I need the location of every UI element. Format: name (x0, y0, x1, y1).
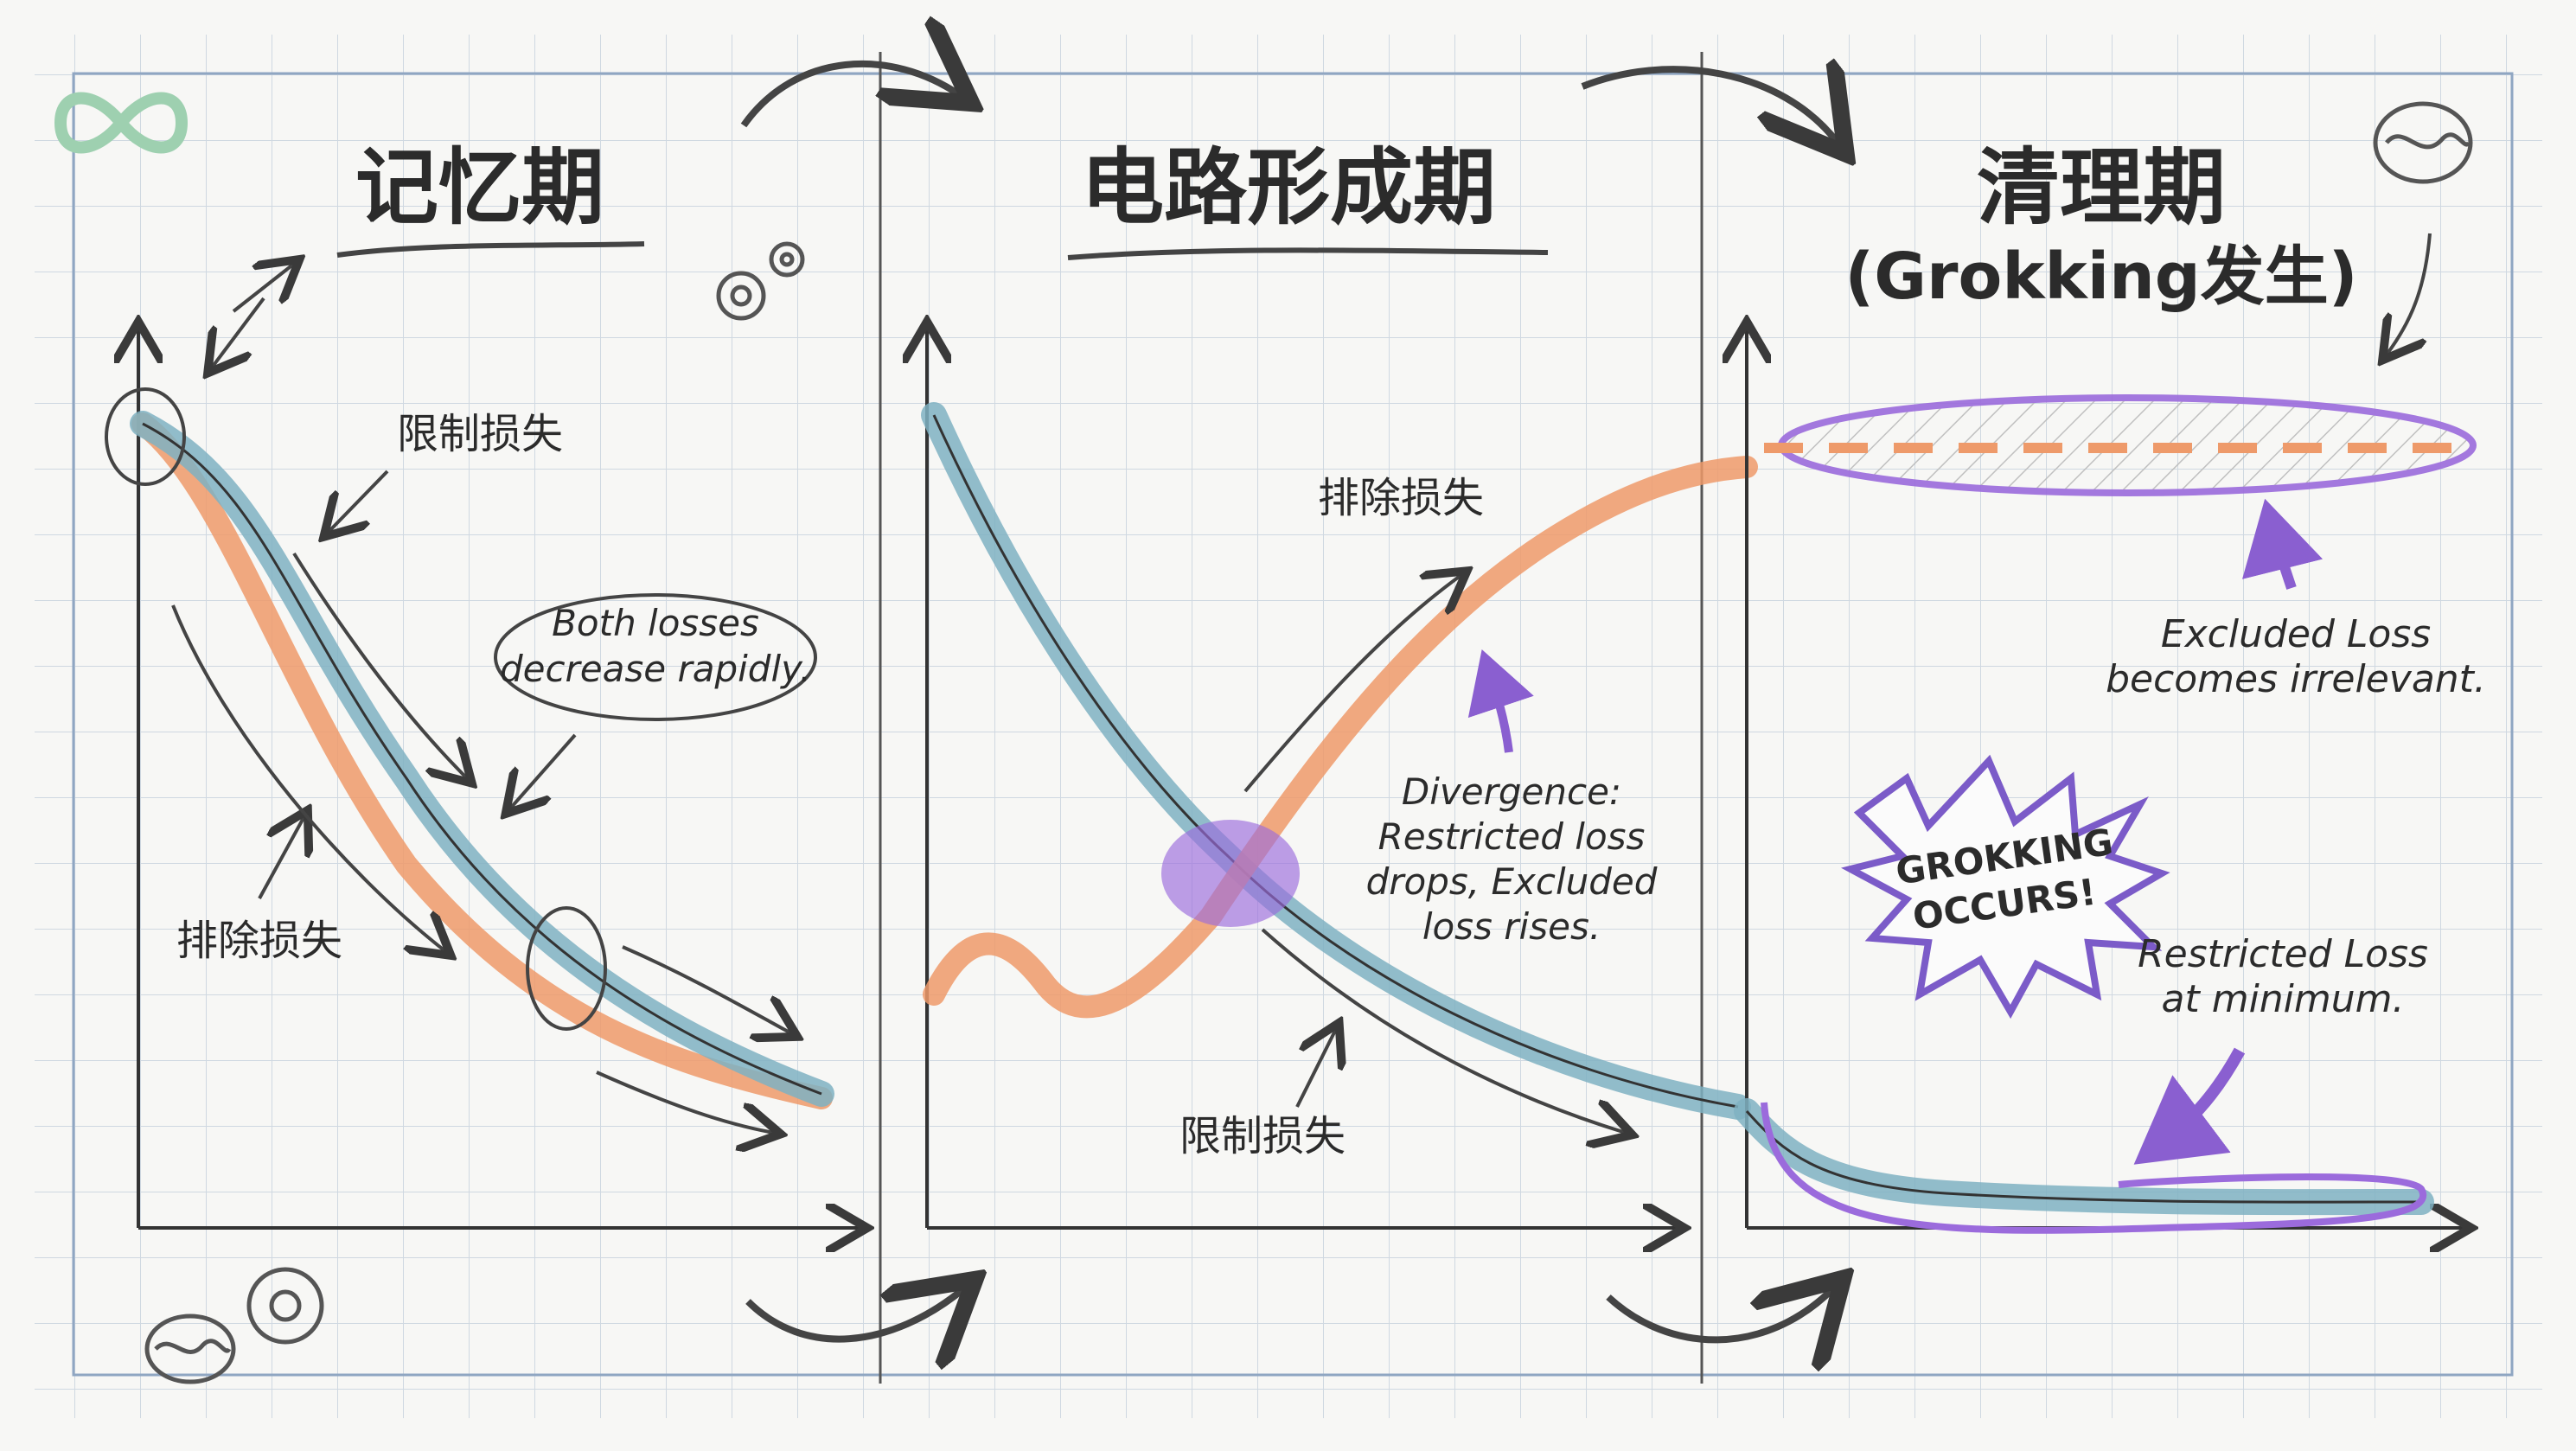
note-line-4: loss rises. (1422, 905, 1601, 948)
note-bubble (494, 593, 817, 721)
panel-cleanup: 清理期 (Grokking发生) Excluded Loss becomes i… (1747, 139, 2486, 1230)
restricted-loss-label: 限制损失 (397, 410, 563, 458)
annotation-arrows (1243, 575, 1626, 1133)
brain-icon (144, 101, 2473, 1384)
note-line-3: drops, Excluded (1366, 860, 1658, 903)
purple-arrow (2133, 1047, 2246, 1165)
note-line-1: Both losses (552, 602, 759, 644)
outer-frame (72, 72, 2514, 1377)
start-circle (105, 387, 186, 486)
curved-arrow-icon (740, 64, 1838, 1339)
crossover-highlight (1161, 820, 1300, 927)
panel-circuit-formation: 电路形成期 排除损失 限制损失 Divergence: Restricted l… (927, 139, 1758, 1228)
excluded-loss-curve (131, 412, 833, 1109)
note-line-1: Divergence: (1402, 770, 1621, 813)
infinity-icon (54, 92, 189, 154)
panel-title: 记忆期 (355, 139, 604, 236)
excluded-loss-label: 排除损失 (176, 917, 342, 965)
title-underline (336, 241, 645, 258)
gear-icon (246, 241, 805, 1345)
note-top-line-1: Excluded Loss (2161, 612, 2431, 656)
restricted-loss-stroke (1745, 1110, 2422, 1204)
panel-title: 清理期 (1977, 139, 2226, 236)
convergence-circle (526, 906, 607, 1031)
excluded-loss-label: 排除损失 (1318, 474, 1484, 522)
note-top-line-2: becomes irrelevant. (2106, 657, 2486, 701)
panel-memorization: 记忆期 限制损失 排除损失 Both losses decrease rapid… (105, 139, 860, 1228)
note-bottom-line-2: at minimum. (2162, 977, 2405, 1021)
note-line-2: decrease rapidly. (500, 648, 811, 690)
minimum-highlight (1761, 1102, 2426, 1234)
annotation-arrow (2387, 233, 2432, 355)
panel-title: 电路形成期 (1081, 139, 1496, 236)
panel-subtitle: (Grokking发生) (1844, 240, 2357, 314)
purple-arrow (2241, 498, 2324, 590)
restricted-loss-stroke (142, 422, 822, 1096)
note-line-2: Restricted loss (1378, 815, 1646, 858)
restricted-loss-label: 限制损失 (1179, 1112, 1346, 1160)
purple-arrow (1467, 649, 1534, 753)
annotation-arrows (171, 264, 791, 1133)
title-underline (1067, 247, 1549, 260)
starburst-icon: GROKKING OCCURS! (1841, 754, 2170, 1020)
note-bottom-line-1: Restricted Loss (2138, 932, 2428, 976)
